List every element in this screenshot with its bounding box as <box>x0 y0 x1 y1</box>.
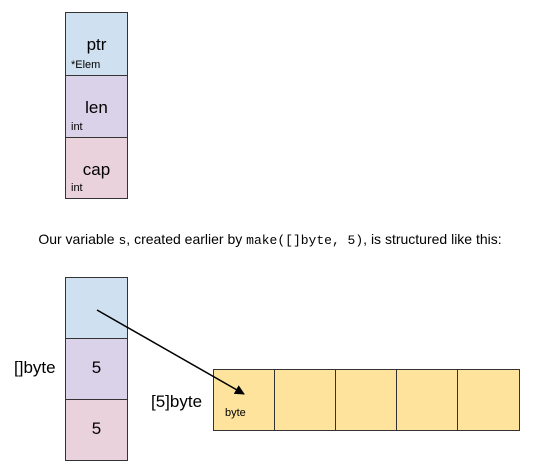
len-field-type: int <box>71 121 83 133</box>
caption-suffix: , is structured like this: <box>363 231 502 247</box>
slice-len-cell: 5 <box>65 338 128 400</box>
array-cell <box>396 369 458 431</box>
cap-field-type: int <box>71 182 83 194</box>
ptr-field: ptr *Elem <box>65 12 128 76</box>
cap-field: cap int <box>65 137 128 199</box>
ptr-field-name: ptr <box>86 35 107 54</box>
array-type-label: [5]byte <box>151 392 203 411</box>
ptr-field-type: *Elem <box>71 59 101 71</box>
caption-var: s <box>118 233 127 248</box>
array-element-type: byte <box>225 407 246 419</box>
array-cell <box>335 369 397 431</box>
array-cell <box>457 369 520 431</box>
slice-len-value: 5 <box>91 358 102 377</box>
slice-cap-value: 5 <box>91 419 102 438</box>
slice-cap-cell: 5 <box>65 399 128 461</box>
array-cell: byte <box>213 369 275 431</box>
slice-type-label: []byte <box>14 358 56 377</box>
caption-text: Our variable s, created earlier by make(… <box>0 231 540 248</box>
len-field: len int <box>65 75 128 138</box>
caption-prefix: Our variable <box>38 231 119 247</box>
len-field-name: len <box>85 98 108 117</box>
slice-ptr-cell <box>65 277 128 339</box>
cap-field-name: cap <box>82 160 111 179</box>
caption-code: make([]byte, 5) <box>246 233 364 248</box>
array-cell <box>274 369 336 431</box>
caption-middle: , created earlier by <box>126 231 247 247</box>
